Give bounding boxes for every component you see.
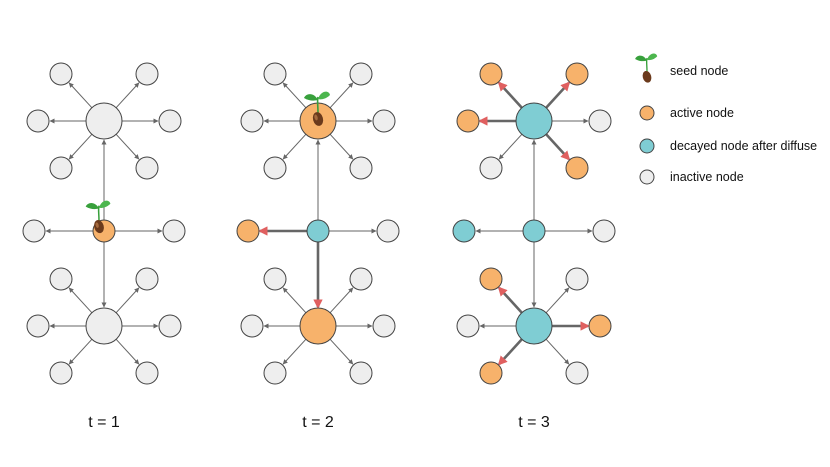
legend-label-active: active node — [670, 106, 734, 120]
node-p3-mid-left — [452, 219, 476, 243]
node-p1-top-leaf-tr — [135, 62, 159, 86]
node-p3-top-leaf-tl — [479, 62, 503, 86]
node-p3-bot-leaf-tr — [565, 267, 589, 291]
panel-label-t3: t = 3 — [518, 414, 550, 431]
edge-p3-bot-bl — [497, 338, 523, 366]
nodes-layer — [22, 62, 616, 385]
node-p1-bot-hub — [85, 307, 123, 345]
node-p3-top-hub — [515, 102, 553, 140]
node-p3-bot-leaf-br — [565, 361, 589, 385]
node-p1-top-leaf-tl — [49, 62, 73, 86]
node-p2-top-leaf-ml — [240, 109, 264, 133]
node-p1-bot-leaf-ml — [26, 314, 50, 338]
node-p2-top-leaf-mr — [372, 109, 396, 133]
node-p1-mid-left — [22, 219, 46, 243]
node-p2-bot-leaf-bl — [263, 361, 287, 385]
edge-p3-top-br — [545, 133, 571, 161]
edge-p2-top-bl — [282, 133, 307, 160]
legend-seed-icon — [635, 53, 658, 83]
panel-label-t2: t = 2 — [302, 414, 334, 431]
edge-p3-top-tl — [497, 81, 523, 109]
node-p2-bot-leaf-mr — [372, 314, 396, 338]
legend-label-inactive: inactive node — [670, 170, 744, 184]
node-p1-top-leaf-mr — [158, 109, 182, 133]
node-p2-bot-leaf-br — [349, 361, 373, 385]
node-p3-bot-leaf-bl — [479, 361, 503, 385]
node-p3-top-leaf-tr — [565, 62, 589, 86]
edges-layer — [45, 81, 593, 366]
edge-p1-top-br — [115, 133, 140, 160]
edge-p3-bot-tr — [545, 287, 570, 314]
node-p1-mid-right — [162, 219, 186, 243]
edge-p2-bot-tl — [282, 287, 307, 314]
node-p2-bot-leaf-tr — [349, 267, 373, 291]
legend-label-seed: seed node — [670, 64, 728, 78]
node-p2-top-leaf-tr — [349, 62, 373, 86]
edge-p2-bot-br — [329, 338, 354, 365]
node-p1-top-leaf-br — [135, 156, 159, 180]
edge-p1-bot-tl — [68, 287, 93, 314]
node-p1-top-leaf-ml — [26, 109, 50, 133]
edge-p1-top-tl — [68, 82, 93, 109]
node-p2-mid-left — [236, 219, 260, 243]
legend-label-decayed: decayed node after diffuse — [670, 139, 817, 153]
node-p3-mid-right — [592, 219, 616, 243]
edge-p3-top-tr — [545, 81, 571, 109]
node-p2-mid-center — [306, 219, 330, 243]
node-p3-top-leaf-bl — [479, 156, 503, 180]
edge-p1-bot-bl — [68, 338, 93, 365]
edge-p3-bot-tl — [497, 286, 523, 314]
legend-active-swatch — [639, 105, 655, 121]
node-p1-bot-leaf-bl — [49, 361, 73, 385]
edge-p1-bot-br — [115, 338, 140, 365]
node-p3-bot-leaf-ml — [456, 314, 480, 338]
edge-p1-top-tr — [115, 82, 140, 109]
node-p2-top-leaf-tl — [263, 62, 287, 86]
edge-p2-bot-tr — [329, 287, 354, 314]
seed-icon-p1 — [85, 200, 111, 234]
seed-icon-p2 — [304, 91, 330, 126]
node-p3-top-leaf-br — [565, 156, 589, 180]
node-p1-bot-leaf-tl — [49, 267, 73, 291]
edge-p2-top-tl — [282, 82, 307, 109]
seed-icon — [635, 53, 658, 83]
node-p3-bot-leaf-tl — [479, 267, 503, 291]
node-p1-top-leaf-bl — [49, 156, 73, 180]
node-p3-mid-center — [522, 219, 546, 243]
edge-p2-top-tr — [329, 82, 354, 109]
node-p2-bot-leaf-tl — [263, 267, 287, 291]
edge-p2-top-br — [329, 133, 354, 160]
node-p3-top-leaf-ml — [456, 109, 480, 133]
edge-p3-top-bl — [498, 133, 523, 160]
edge-p3-bot-br — [545, 338, 570, 365]
node-p2-mid-right — [376, 219, 400, 243]
legend: seed node active node decayed node after… — [635, 53, 817, 185]
node-p2-bot-hub — [299, 307, 337, 345]
node-p3-bot-hub — [515, 307, 553, 345]
seeds-layer — [85, 91, 330, 234]
node-p3-bot-leaf-mr — [588, 314, 612, 338]
panel-label-t1: t = 1 — [88, 414, 120, 431]
legend-inactive-swatch — [639, 169, 655, 185]
edge-p1-bot-tr — [115, 287, 140, 314]
legend-decayed-swatch — [639, 138, 655, 154]
edge-p2-bot-bl — [282, 338, 307, 365]
node-p3-top-leaf-mr — [588, 109, 612, 133]
node-p1-top-hub — [85, 102, 123, 140]
node-p2-bot-leaf-ml — [240, 314, 264, 338]
node-p2-top-leaf-bl — [263, 156, 287, 180]
node-p1-bot-leaf-mr — [158, 314, 182, 338]
node-p1-bot-leaf-tr — [135, 267, 159, 291]
edge-p1-top-bl — [68, 133, 93, 160]
panel-labels: t = 1 t = 2 t = 3 — [88, 414, 550, 431]
node-p1-bot-leaf-br — [135, 361, 159, 385]
node-p2-top-leaf-br — [349, 156, 373, 180]
